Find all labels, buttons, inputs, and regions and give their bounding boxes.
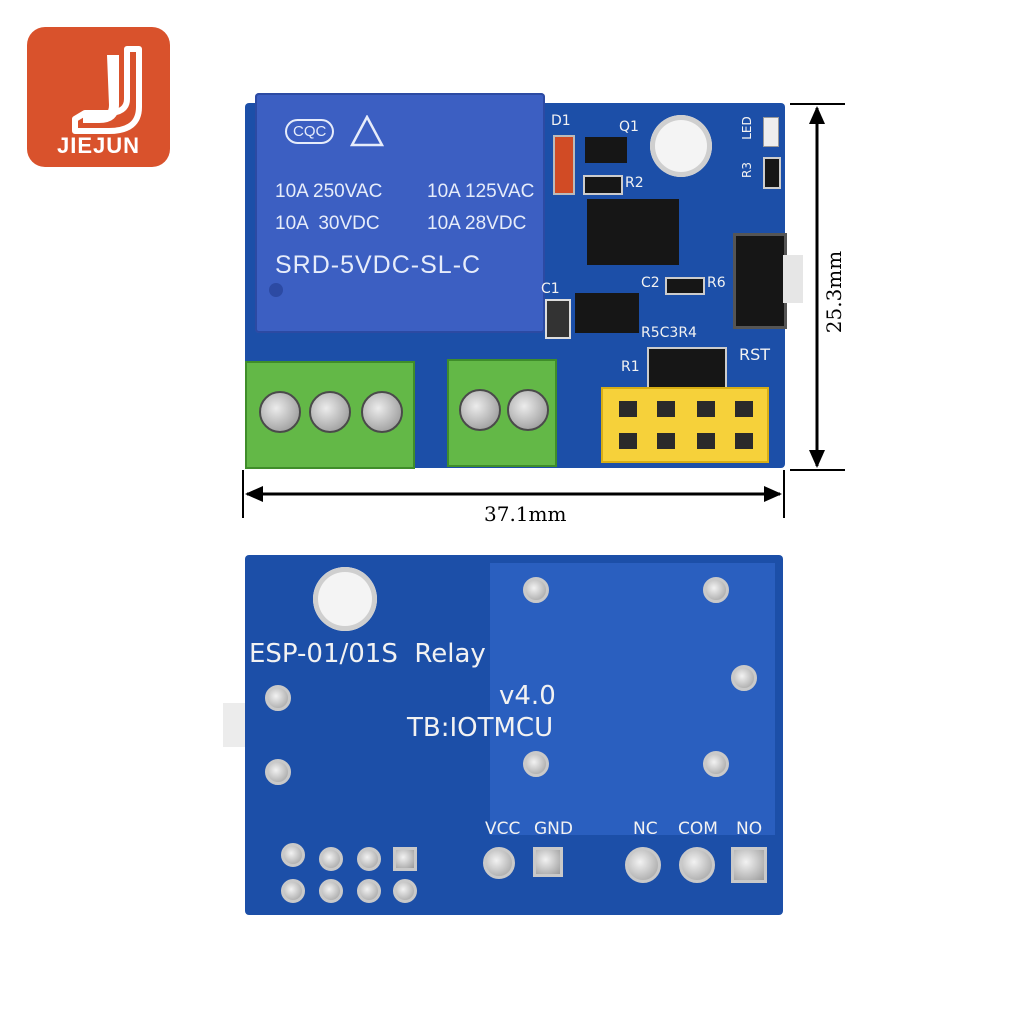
label-r1: R1	[621, 359, 640, 375]
dimension-height-label: 25.3mm	[822, 250, 846, 334]
pad-vcc	[483, 847, 515, 879]
board-title: ESP-01/01S Relay	[249, 639, 486, 669]
label-q1: Q1	[619, 119, 639, 135]
label-d1: D1	[551, 113, 571, 129]
pin-socket	[657, 433, 675, 449]
brand-logo: JIEJUN	[27, 27, 170, 167]
solder-pad	[703, 577, 729, 603]
screw-icon	[259, 391, 301, 433]
board-vendor: TB:IOTMCU	[407, 713, 554, 743]
logo-j-icon	[72, 46, 142, 134]
screw-icon	[309, 391, 351, 433]
solder-pad	[523, 577, 549, 603]
relay-module: CQC 10A 250VAC 10A 125VAC 10A 30VDC 10A …	[255, 93, 545, 333]
pin-label-com: COM	[678, 819, 718, 839]
label-r2: R2	[625, 175, 644, 191]
reset-button-plunger	[783, 255, 803, 303]
dimension-width-label: 37.1mm	[484, 502, 567, 526]
terminal-block-2pin	[447, 359, 557, 467]
relay-dot	[269, 283, 283, 297]
label-r6: R6	[707, 275, 726, 291]
pin-socket	[619, 401, 637, 417]
pin-socket	[657, 401, 675, 417]
led-component	[763, 117, 779, 147]
relay-rating-2: 10A 125VAC	[427, 181, 535, 202]
pad-gnd	[533, 847, 563, 877]
pin-socket	[735, 433, 753, 449]
pin-label-gnd: GND	[534, 819, 573, 839]
mount-hole	[650, 115, 712, 177]
header-pad	[357, 847, 381, 871]
header-pad	[393, 879, 417, 903]
label-c2: C2	[641, 275, 660, 291]
pin-socket	[697, 433, 715, 449]
header-pad	[319, 879, 343, 903]
screw-icon	[459, 389, 501, 431]
header-pad	[357, 879, 381, 903]
pad-com	[679, 847, 715, 883]
header-pad	[393, 847, 417, 871]
label-c1: C1	[541, 281, 560, 297]
mount-hole	[313, 567, 377, 631]
board-version: v4.0	[499, 681, 556, 711]
header-pad	[319, 847, 343, 871]
cert-label: CQC	[285, 119, 335, 144]
solder-pad	[523, 751, 549, 777]
relay-rating-3: 10A 30VDC	[275, 213, 380, 234]
header-pad	[281, 879, 305, 903]
resistor-c2	[665, 277, 705, 295]
transistor-q1	[585, 137, 627, 163]
copper-pour	[490, 563, 775, 835]
pin-label-nc: NC	[633, 819, 658, 839]
resistor-r3	[763, 157, 781, 189]
screw-icon	[361, 391, 403, 433]
screw-icon	[507, 389, 549, 431]
solder-pad	[265, 759, 291, 785]
resistor-r2	[583, 175, 623, 195]
capacitor-c1	[545, 299, 571, 339]
top-board: CQC 10A 250VAC 10A 125VAC 10A 30VDC 10A …	[245, 93, 803, 469]
pin-label-vcc: VCC	[485, 819, 521, 839]
pad-no	[731, 847, 767, 883]
pin-socket	[697, 401, 715, 417]
diode-d1	[553, 135, 575, 195]
side-button-stub	[223, 703, 245, 747]
solder-pad	[265, 685, 291, 711]
regulator-chip	[575, 293, 639, 333]
relay-model: SRD-5VDC-SL-C	[275, 251, 482, 279]
solder-pad	[731, 665, 757, 691]
logo-wordmark: JIEJUN	[56, 133, 141, 158]
relay-rating-4: 10A 28VDC	[427, 213, 527, 234]
esp01-header	[601, 387, 769, 463]
terminal-block-3pin	[245, 361, 415, 469]
pin-socket	[619, 433, 637, 449]
relay-rating-1: 10A 250VAC	[275, 181, 383, 202]
label-r5c3r4: R5C3R4	[641, 325, 697, 341]
optocoupler-chip	[587, 199, 679, 265]
pin-socket	[735, 401, 753, 417]
bottom-board: ESP-01/01S Relay v4.0 TB:IOTMCU VCC GND …	[223, 555, 783, 915]
pin-label-no: NO	[736, 819, 763, 839]
header-pad	[281, 843, 305, 867]
solder-pad	[703, 751, 729, 777]
triangle-cert-icon	[350, 115, 384, 147]
label-rst: RST	[739, 345, 771, 364]
pad-nc	[625, 847, 661, 883]
